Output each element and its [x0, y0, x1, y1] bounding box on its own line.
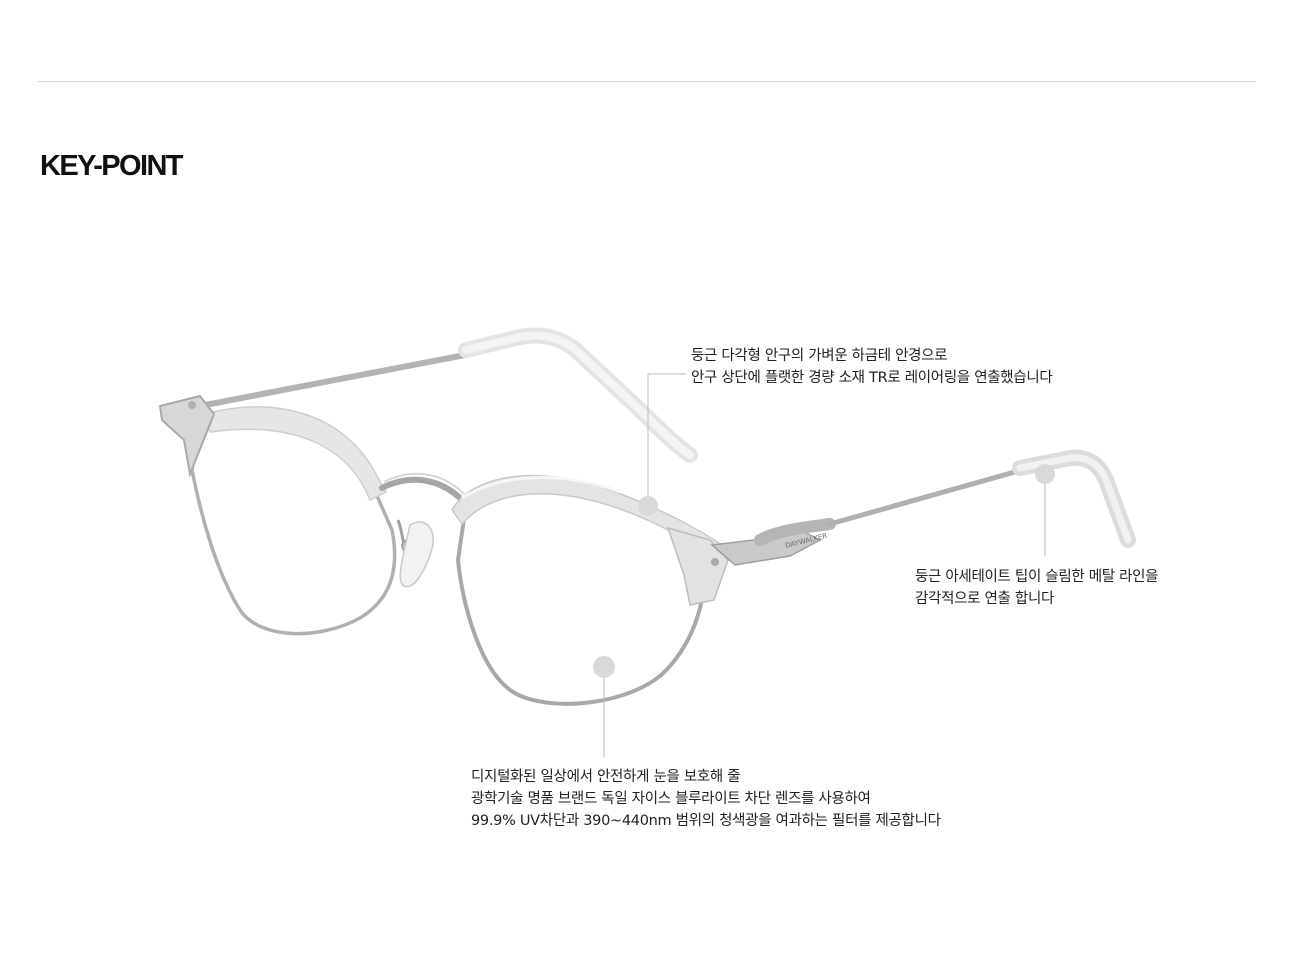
callout-right-line1: 둥근 아세테이트 팁이 슬림한 메탈 라인을 [915, 569, 1159, 585]
callout-bottom-text: 디지털화된 일상에서 안전하게 눈을 보호해 줄 광학기술 명품 브랜드 독일 … [471, 766, 941, 832]
callout-right-text: 둥근 아세테이트 팁이 슬림한 메탈 라인을 감각적으로 연출 합니다 [915, 566, 1159, 610]
callout-right-marker [1035, 464, 1055, 556]
callout-bottom-line1: 디지털화된 일상에서 안전하게 눈을 보호해 줄 [471, 769, 741, 785]
callout-bottom-line2: 광학기술 명품 브랜드 독일 자이스 블루라이트 차단 렌즈를 사용하여 [471, 791, 871, 807]
section-title: KEY-POINT [40, 150, 184, 182]
callout-bottom-marker [593, 656, 615, 758]
callout-right-line2: 감각적으로 연출 합니다 [915, 591, 1055, 607]
right-lens [451, 474, 723, 706]
bridge [379, 472, 465, 503]
left-lens [190, 406, 397, 636]
callout-top-marker [638, 373, 686, 516]
top-divider [38, 81, 1256, 82]
near-temple: DAYWALKER [754, 449, 1136, 550]
callout-top-line1: 둥근 다각형 안구의 가벼운 하금테 안경으로 [691, 348, 948, 364]
callout-top-text: 둥근 다각형 안구의 가벼운 하금테 안경으로 안구 상단에 플랫한 경량 소재… [691, 345, 1053, 389]
far-temple [197, 327, 698, 463]
left-endpiece [158, 394, 216, 478]
callout-top-line2: 안구 상단에 플랫한 경량 소재 TR로 레이어링을 연출했습니다 [691, 370, 1053, 386]
callout-bottom-line3: 99.9% UV차단과 390~440nm 범위의 청색광을 여과하는 필터를 … [471, 813, 941, 829]
